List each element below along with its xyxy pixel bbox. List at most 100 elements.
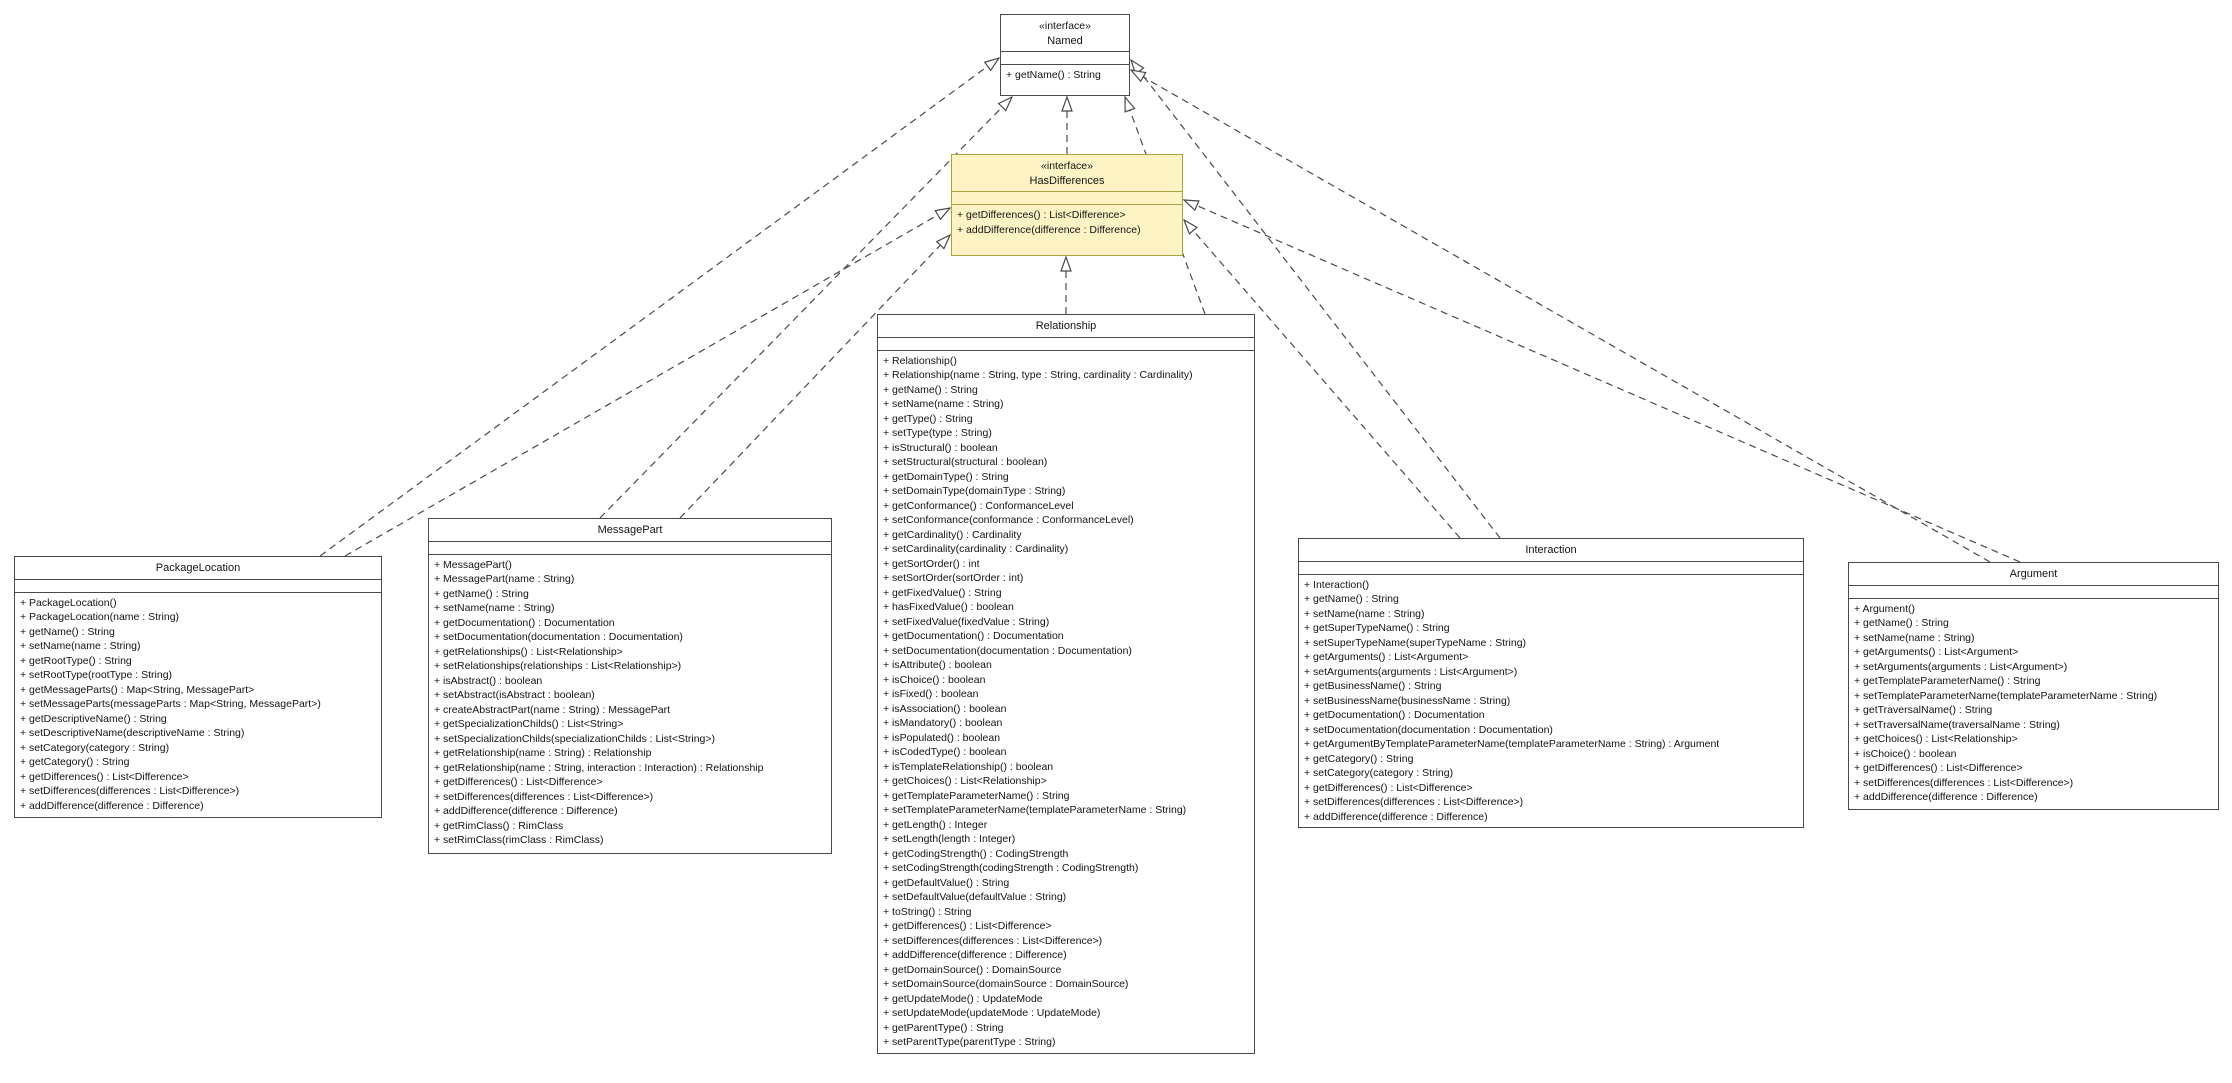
class-title: Interaction [1299,539,1803,562]
operation: + setLength(length : Integer) [883,833,1016,845]
operation: + getArgumentByTemplateParameterName(tem… [1304,738,1720,750]
operation: + setDefaultValue(defaultValue : String) [883,891,1067,903]
operation: + getSortOrder() : int [883,557,980,570]
operation: + getSpecializationChilds() : List<Strin… [434,718,624,730]
operation: + getDifferences() : List<Difference> [883,920,1052,932]
operation: + setName(name : String) [434,602,555,614]
operation: + isCodedType() : boolean [883,746,1007,758]
class-title: «interface» Named [1001,15,1129,52]
operation: + getArguments() : List<Argument> [1854,646,2019,658]
class-box-relationship[interactable]: Relationship + Relationship()+ Relations… [877,314,1255,1054]
operation: + addDifference(difference : Difference) [883,949,1067,961]
operation: + getTemplateParameterName() : String [883,789,1070,802]
realization-arrow-interaction-to-hasdifferences [1184,220,1461,539]
operation: + getDocumentation() : Documentation [434,616,615,629]
operation: + getDocumentation() : Documentation [1304,709,1485,721]
operation: + getFixedValue() : String [883,586,1002,599]
operation: + setCategory(category : String) [1304,767,1454,779]
operation: + addDifference(difference : Difference) [1854,791,2038,803]
operation: + getName() : String [20,625,115,638]
class-title: Relationship [878,315,1254,338]
operation: + getConformance() : ConformanceLevel [883,499,1074,512]
operation: + getRelationship(name : String) : Relat… [434,747,652,759]
operations-compartment: + MessagePart() + MessagePart(name : Stri… [429,555,831,854]
operation: + toString() : String [883,905,972,918]
operation: + Interaction() [1304,578,1370,591]
operation: + hasFixedValue() : boolean [883,601,1014,613]
operation: + setBusinessName(businessName : String) [1304,694,1511,707]
operation: + setStructural(structural : boolean) [883,456,1048,468]
stereotype-label: «interface» [1039,20,1091,32]
stereotype-label: «interface» [1041,160,1093,172]
operation: + setRimClass(rimClass : RimClass) [434,834,604,846]
operation: + getDifferences() : List<Difference> [434,776,603,788]
operation: + getName() : String [883,383,978,396]
operation: + setTemplateParameterName(templateParam… [1854,689,2158,702]
class-box-messagepart[interactable]: MessagePart + MessagePart()+ MessagePart… [428,518,832,854]
class-title: MessagePart [429,519,831,542]
operation: + isStructural() : boolean [883,441,998,454]
class-box-named[interactable]: «interface» Named + getName() : String [1000,14,1130,96]
operation: + getCategory() : String [20,756,130,768]
operation: + getName() : String [434,587,529,600]
operation: + setName(name : String) [1854,631,1975,644]
operation: + getRelationship(name : String, interac… [434,761,764,774]
operation: + getDifferences() : List<Difference> [1854,762,2023,774]
operation: + getName() : String [1304,593,1399,605]
operation: + PackageLocation(name : String) [20,611,180,623]
operation: + isAbstract() : boolean [434,674,543,687]
operation: + getDescriptiveName() : String [20,712,167,725]
operation: + isPopulated() : boolean [883,731,1001,744]
operation: + getName() : String [1854,617,1949,629]
operation: + setConformance(conformance : Conforman… [883,514,1134,526]
class-box-interaction[interactable]: Interaction + Interaction() + getName() :… [1298,538,1804,828]
attributes-compartment [878,338,1254,351]
operation: + getDocumentation() : Documentation [883,630,1064,642]
operation: + getType() : String [883,412,973,425]
operation: + getDomainSource() : DomainSource [883,963,1062,976]
operation: + setName(name : String) [883,398,1004,410]
operation: + getArguments() : List<Argument> [1304,651,1469,663]
operation: + setDocumentation(documentation : Docum… [883,644,1132,657]
operation: + setName(name : String) [1304,607,1425,620]
operation: + getDefaultValue() : String [883,876,1010,889]
operation: + Argument() [1854,602,1915,615]
class-name: Interaction [1525,544,1577,556]
operation: + setDifferences(differences : List<Diff… [1304,796,1524,808]
attributes-compartment [15,580,381,593]
operations-compartment: + getName() : String [1001,65,1129,95]
operation: + setName(name : String) [20,640,141,652]
operations-compartment: + getDifferences() : List<Difference>+ a… [952,205,1182,255]
operation: + setAbstract(isAbstract : boolean) [434,689,595,701]
operations-compartment: + Interaction() + getName() : String + set… [1299,575,1803,828]
operation: + setSpecializationChilds(specialization… [434,732,716,745]
realization-arrow-packagelocation-to-hasdifferences [344,208,950,557]
realization-arrow-packagelocation-to-named [319,58,999,557]
operation: + isMandatory() : boolean [883,717,1003,729]
operation: + setTraversalName(traversalName : Strin… [1854,718,2060,731]
class-name: Argument [2009,568,2058,580]
operation: + MessagePart() [434,558,512,571]
operation: + getRimClass() : RimClass [434,819,564,832]
operation: + setMessageParts(messageParts : Map<Str… [20,698,321,710]
realization-arrow-relationship-to-named [1125,97,1206,315]
operation: + getSuperTypeName() : String [1304,622,1450,634]
operation: + isAttribute() : boolean [883,659,992,671]
attributes-compartment [1849,586,2218,599]
class-box-packagelocation[interactable]: PackageLocation + PackageLocation()+ Pac… [14,556,382,818]
class-box-argument[interactable]: Argument + Argument() + getName() : Strin… [1848,562,2219,810]
operation: + MessagePart(name : String) [434,573,575,585]
class-title: Argument [1849,563,2218,586]
class-box-hasdifferences[interactable]: «interface» HasDifferences + getDifferen… [951,154,1183,256]
operation: + setSortOrder(sortOrder : int) [883,572,1024,584]
realization-arrow-messagepart-to-named [599,97,1012,519]
operation: + isTemplateRelationship() : boolean [883,760,1054,773]
operation: + addDifference(difference : Difference) [1304,810,1488,823]
operation: + getDifferences() : List<Difference> [957,209,1126,221]
operation: + Relationship(name : String, type : Str… [883,369,1193,381]
attributes-compartment [1001,52,1129,65]
operation: + createAbstractPart(name : String) : Me… [434,703,671,716]
operation: + setDifferences(differences : List<Diff… [1854,776,2074,789]
